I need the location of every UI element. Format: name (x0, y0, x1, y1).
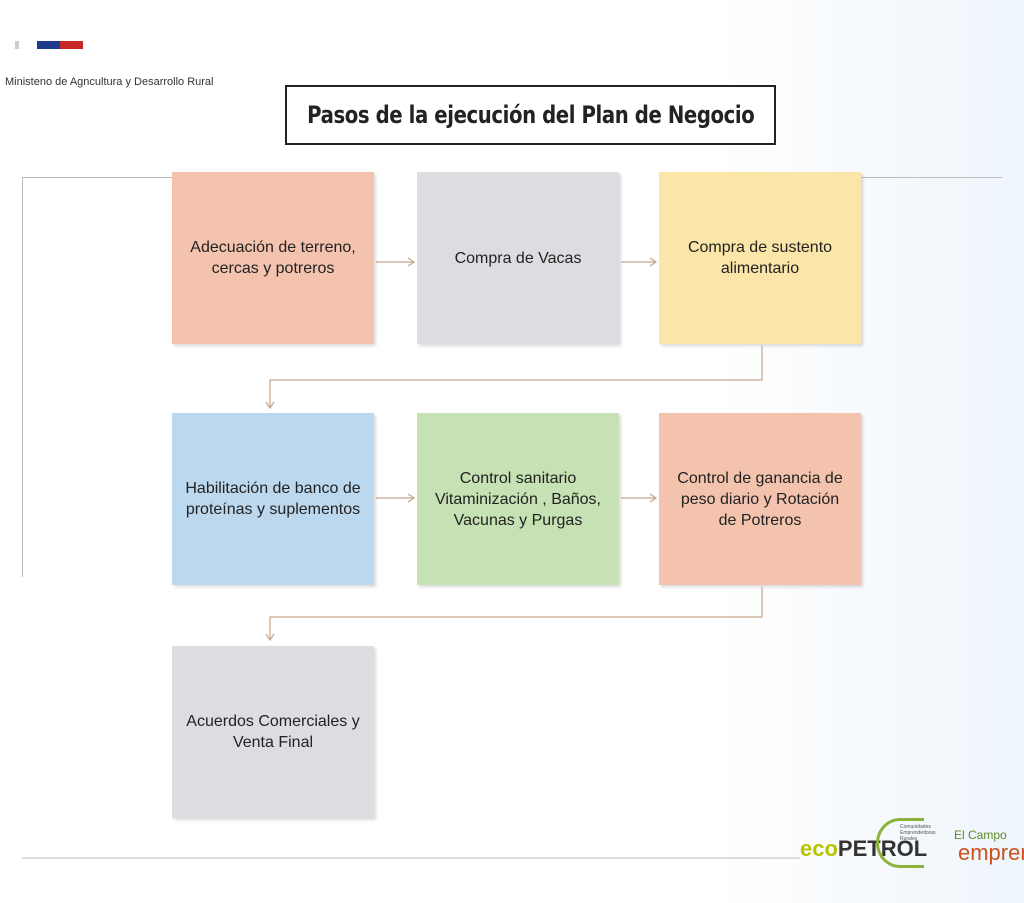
ministry-name: Ministeno de Agncultura y Desarrollo Rur… (5, 76, 214, 88)
step-6-label: Control de ganancia de peso diario y Rot… (677, 469, 843, 529)
step-7-box: Acuerdos Comerciales y Venta Final (172, 646, 374, 818)
connector-6-7 (269, 587, 763, 640)
step-1-label: Adecuación de terreno, cercas y potreros (190, 239, 356, 277)
step-4-box: Habilitación de banco de proteínas y sup… (172, 413, 374, 585)
comunidades-logo-text: Comunidades Emprendedoras Rurales (900, 824, 936, 842)
arrow-2-3-head (649, 257, 658, 267)
step-5-box: Control sanitario Vitaminización , Baños… (417, 413, 619, 585)
step-5-label: Control sanitario Vitaminización , Baños… (434, 469, 601, 529)
connector-3-4-head (265, 401, 275, 410)
step-6-box: Control de ganancia de peso diario y Rot… (659, 413, 861, 585)
emprende-logo-text: emprend (958, 840, 1024, 865)
arrow-1-2-head (407, 257, 416, 267)
connector-3-4 (269, 346, 763, 408)
step-7-label: Acuerdos Comerciales y Venta Final (186, 713, 360, 751)
left-frame-line (22, 177, 23, 577)
ministry-mark-dot (15, 41, 19, 49)
arrow-4-5-head (407, 493, 416, 503)
diagram-title: Pasos de la ejecución del Plan de Negoci… (306, 101, 755, 129)
step-1-box: Adecuación de terreno, cercas y potreros (172, 172, 374, 344)
step-2-label: Compra de Vacas (454, 249, 582, 267)
step-2-box: Compra de Vacas (417, 172, 619, 344)
connector-6-7-head (265, 633, 275, 642)
top-divider-left (22, 177, 174, 178)
top-divider-right (862, 177, 1002, 178)
ecopetrol-logo-eco: eco (800, 836, 838, 861)
diagram-title-box: Pasos de la ejecución del Plan de Negoci… (285, 85, 776, 145)
el-campo-logo-text: El Campo (954, 828, 1007, 842)
arrow-5-6-head (649, 493, 658, 503)
step-3-box: Compra de sustento alimentario (659, 172, 861, 344)
comunidades-logo-icon (876, 818, 924, 868)
step-4-label: Habilitación de banco de proteínas y sup… (185, 480, 361, 518)
colombia-flag-logo (37, 41, 83, 49)
step-3-label: Compra de sustento alimentario (687, 239, 833, 277)
